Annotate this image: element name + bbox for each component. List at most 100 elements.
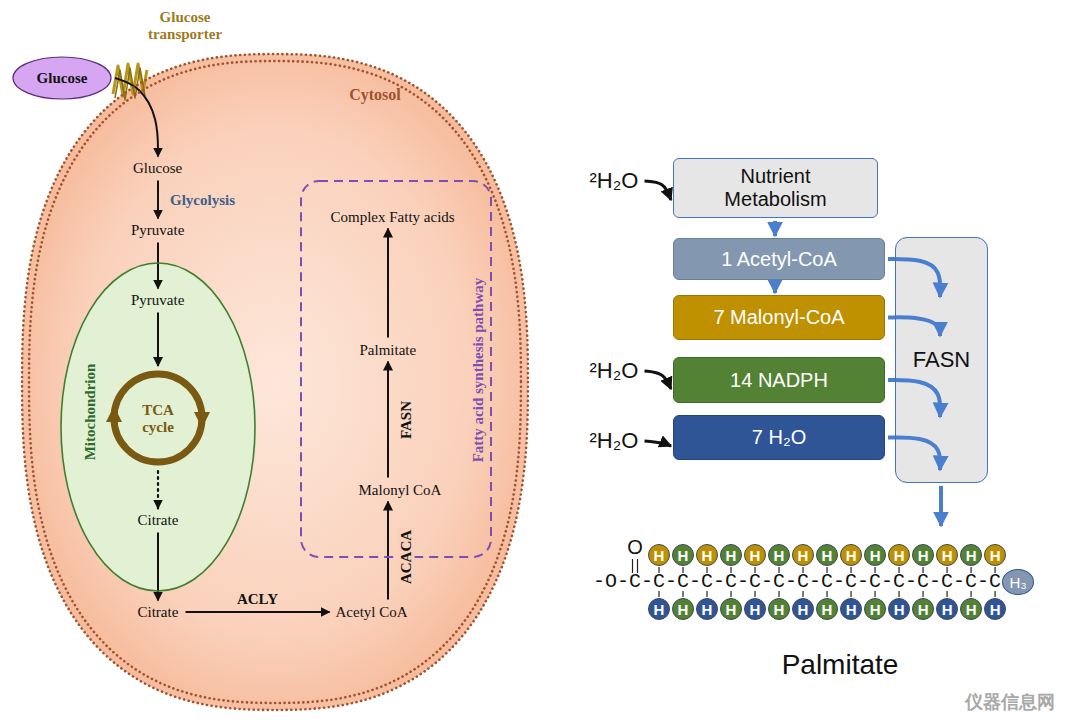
connector-arrow	[645, 181, 672, 200]
connector-arrow	[115, 78, 158, 157]
box-label: Nutrient Metabolism	[706, 165, 846, 211]
connector-arrow	[387, 229, 389, 338]
atom-label: H	[720, 544, 742, 566]
mitochondrion: PyruvateTCA cycleCitrateMitochondrion	[60, 262, 256, 592]
atom-label: Palmitate	[782, 648, 899, 682]
isotope-label: ²H₂O	[590, 428, 639, 454]
enzyme-label: Glycolysis	[168, 191, 237, 208]
connector-arrow	[157, 471, 159, 509]
cytosol-fill	[22, 54, 528, 710]
metabolite-node: Acetyl CoA	[332, 603, 413, 622]
metabolite-node: Malonyl CoA	[355, 481, 446, 500]
process-box: Nutrient Metabolism	[673, 158, 878, 218]
metabolite-label: Citrate	[138, 512, 179, 529]
atom-label: -O-C-C-C-C-C-C-C-C-C-C-C-C-C-C-C-C	[593, 570, 1001, 594]
atom-label: H	[648, 598, 670, 620]
atom-label: H	[744, 544, 766, 566]
glucose-ellipse	[13, 57, 111, 99]
cycle-arrowhead	[194, 412, 210, 428]
atom-label: H	[960, 598, 982, 620]
membrane-outer	[22, 54, 528, 710]
enzyme-box: FASN	[895, 237, 988, 483]
connector-arrow	[157, 313, 159, 367]
atom-label: H	[888, 598, 910, 620]
metabolite-label: Malonyl CoA	[359, 482, 442, 499]
connector-arrow	[773, 283, 777, 293]
connector-arrow	[645, 441, 672, 446]
connector-arrow	[645, 371, 672, 389]
watermark: 仪器信息网	[965, 693, 1055, 713]
tca-cycle: TCA cycle	[108, 368, 208, 468]
atom-label: H	[984, 544, 1006, 566]
metabolite-label: Pyruvate	[131, 222, 185, 239]
atom-label: H	[648, 544, 670, 566]
atom-label: H	[864, 598, 886, 620]
membrane-inner	[29, 61, 521, 703]
cell-region: GlucosePyruvatePyruvateTCA cycleCitrateM…	[20, 52, 530, 712]
isotope-label-node: ²H₂O	[587, 167, 642, 195]
isotope-label: ²H₂O	[590, 168, 639, 194]
atom-label: H	[672, 544, 694, 566]
pathway-border	[301, 181, 491, 557]
connector-arrow	[157, 181, 159, 219]
enzyme-fill	[895, 237, 988, 483]
atom-label: H	[768, 598, 790, 620]
metabolite-label: Acetyl CoA	[336, 604, 409, 621]
mitochondrion-outline	[61, 263, 255, 591]
metabolite-label: Complex Fatty acids	[331, 209, 456, 226]
atom-label: H	[720, 598, 742, 620]
cycle-ring	[114, 374, 202, 462]
metabolite-label: Citrate	[138, 604, 179, 621]
atom-label: H	[840, 598, 862, 620]
atom-label: H₃	[1002, 569, 1034, 595]
process-box: 7 H₂O	[673, 415, 885, 460]
atom-label: H	[744, 598, 766, 620]
metabolite-label: Glucose	[133, 160, 183, 177]
molecule-structure: OHHHHHHHHHHHHHHH-O-C-C-C-C-C-C-C-C-C-C-C…	[590, 528, 1060, 698]
metabolite-node: Citrate	[134, 603, 183, 622]
atom-label: H	[816, 544, 838, 566]
metabolite-node: Citrate	[134, 511, 183, 530]
connector-arrow	[186, 611, 330, 613]
transporter-label: Glucose transporter	[135, 9, 235, 42]
atom-label: H	[696, 544, 718, 566]
atom-label: H	[984, 598, 1006, 620]
pathway-box: Complex Fatty acidsPalmitateMalonyl CoA F…	[300, 180, 492, 558]
enzyme-label: ACACA	[398, 527, 415, 585]
isotope-label-node: ²H₂O	[587, 427, 642, 455]
pathway-label: Fatty acid synthesis pathway	[470, 278, 487, 463]
atom-label: H	[792, 544, 814, 566]
atom-label: H	[936, 598, 958, 620]
metabolite-node: Palmitate	[356, 341, 421, 360]
connector-arrow	[773, 221, 777, 236]
process-box: 7 Malonyl-CoA	[673, 295, 885, 340]
box-label: 7 H₂O	[752, 426, 806, 449]
metabolite-node: Complex Fatty acids	[327, 208, 460, 227]
connector-arrow	[157, 243, 159, 289]
atom-label: O	[625, 535, 645, 559]
metabolite-node: Pyruvate	[127, 291, 189, 310]
connector-arrow	[387, 502, 389, 600]
atom-label: H	[792, 598, 814, 620]
atom-label: H	[912, 598, 934, 620]
process-box: 14 NADPH	[673, 357, 885, 403]
compartment-label: Cytosol	[349, 86, 401, 104]
region-fills	[22, 54, 988, 710]
cycle-label: TCA cycle	[128, 402, 188, 435]
box-label: 14 NADPH	[730, 369, 828, 392]
atom-label: H	[960, 544, 982, 566]
connector-arrow	[387, 362, 389, 478]
atom-label: H	[864, 544, 886, 566]
connector-arrow	[939, 486, 943, 526]
atom-label: H	[768, 544, 790, 566]
molecule-label: Glucose	[37, 70, 88, 87]
enzyme-label: FASN	[913, 347, 970, 373]
metabolite-node: Pyruvate	[127, 221, 189, 240]
cycle-arrowhead	[106, 406, 122, 422]
isotope-label: ²H₂O	[590, 358, 639, 384]
process-box: 1 Acetyl-CoA	[673, 238, 885, 280]
enzyme-label: FASN	[398, 398, 415, 440]
atom-label: H	[840, 544, 862, 566]
atom-label: H	[888, 544, 910, 566]
